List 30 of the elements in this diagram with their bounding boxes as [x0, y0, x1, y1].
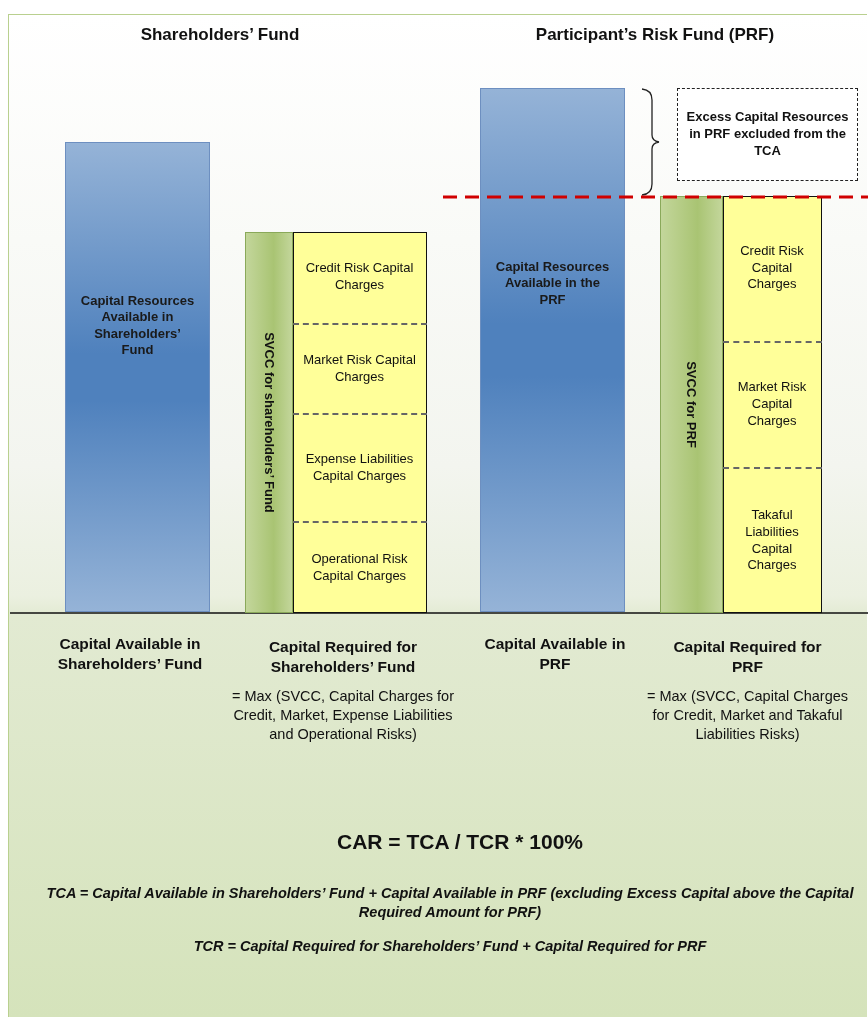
charges-column	[723, 196, 822, 613]
charges-column	[293, 232, 427, 613]
capital-bar	[480, 88, 625, 612]
segment-label: Market Risk Capital Charges	[302, 351, 417, 386]
section-heading: Shareholders’ Fund	[139, 24, 301, 46]
segment-label: Credit Risk Capital Charges	[304, 260, 415, 294]
formula-text: CAR = TCA / TCR * 100%	[336, 829, 584, 855]
column-caption: Capital Required for PRF	[672, 637, 823, 678]
formula-text: = Max (SVCC, Capital Charges for Credit, Market and Takaful Liabilities Risks)	[645, 687, 850, 744]
formula-text: TCR = Capital Required for Shareholders’ Fund + Capital Required for PRF	[192, 937, 708, 956]
section-heading: Participant’s Risk Fund (PRF)	[534, 24, 776, 46]
segment-label: Takaful Liabilities Capital Charges	[744, 506, 800, 575]
note-text: Excess Capital Resources in PRF excluded from the TCA	[685, 109, 850, 160]
column-caption: Capital Available in Shareholders’ Fund	[56, 634, 204, 675]
segment-label: Expense Liabilities Capital Charges	[304, 450, 415, 485]
formula-text: TCA = Capital Available in Shareholders’ Fund + Capital Available in PRF (excluding Excess Capital above the Capital Required Amount for PRF)	[45, 884, 855, 922]
svcc-bar	[245, 232, 293, 613]
note-box	[677, 88, 858, 181]
bar-label: SVCC for shareholders’ Fund	[261, 332, 277, 513]
segment-label: Credit Risk Capital Charges	[739, 242, 805, 294]
column-caption: Capital Required for Shareholders’ Fund	[267, 637, 419, 678]
segment-label: Market Risk Capital Charges	[736, 379, 808, 430]
capital-bar	[65, 142, 210, 612]
segment-label: Operational Risk Capital Charges	[310, 550, 409, 585]
svcc-bar	[660, 196, 723, 613]
bar-label: SVCC for PRF	[683, 361, 699, 448]
formula-text: = Max (SVCC, Capital Charges for Credit, Market, Expense Liabilities and Operational Risks)	[231, 687, 455, 744]
bar-label: Capital Resources Available in the PRF	[494, 259, 611, 308]
bar-label: Capital Resources Available in Shareholders’ Fund	[79, 293, 196, 358]
column-caption: Capital Available in PRF	[483, 634, 627, 675]
